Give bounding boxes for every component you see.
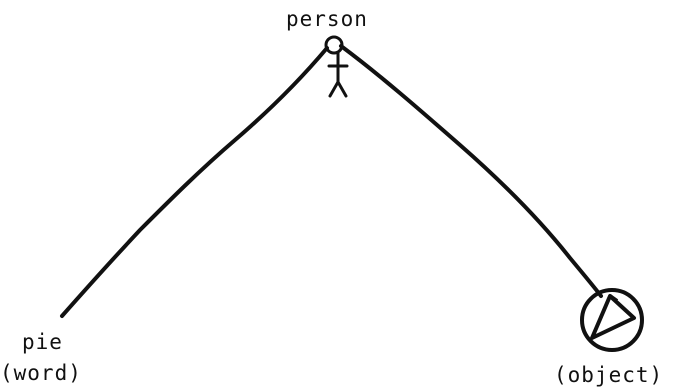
object-caption: (object) xyxy=(554,364,663,386)
pie-slice-in-circle-icon xyxy=(582,290,642,350)
person-to-object-line xyxy=(341,46,601,296)
word-caption: (word) xyxy=(0,362,82,384)
word-label: pie xyxy=(22,331,63,353)
person-label: person xyxy=(286,8,368,30)
person-to-word-line xyxy=(62,48,327,316)
